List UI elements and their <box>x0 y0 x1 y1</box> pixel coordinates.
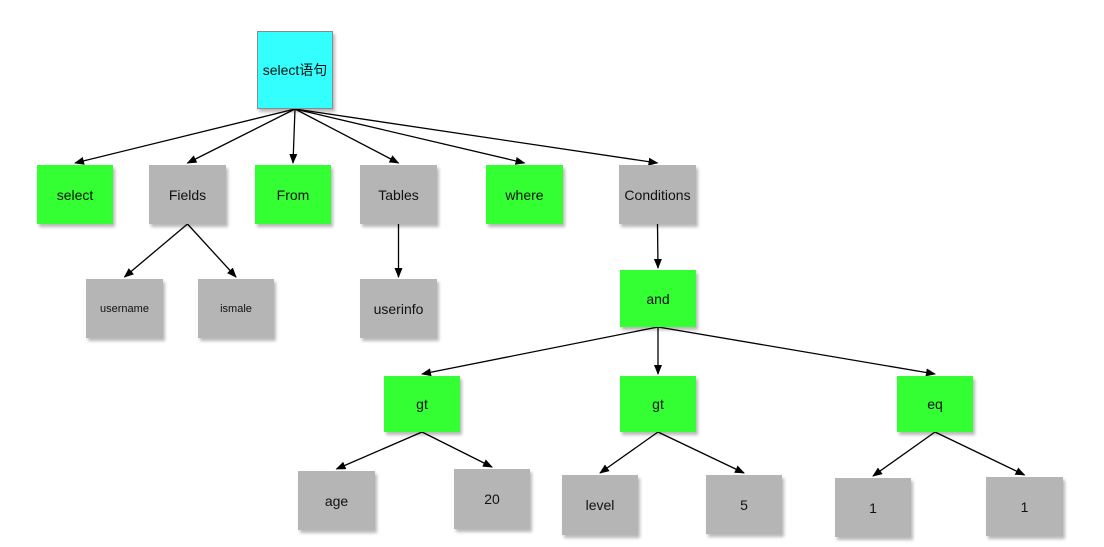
node-operand-1-right: 1 <box>986 477 1063 536</box>
node-select-keyword: select <box>37 165 113 224</box>
node-from-keyword: From <box>255 165 331 224</box>
node-select-statement: select语句 <box>257 31 333 109</box>
edge-eq-to-1-right <box>934 431 1026 476</box>
node-gt-operator-2: gt <box>620 376 696 432</box>
node-operand-20: 20 <box>454 469 530 529</box>
edge-and-to-gt1 <box>421 326 659 377</box>
node-field-username: username <box>86 279 163 338</box>
edge-gt1-to-20 <box>421 431 493 468</box>
edge-root-to-where <box>294 108 526 165</box>
edge-gt1-to-age <box>335 431 423 470</box>
edge-and-to-eq <box>657 326 936 377</box>
node-operand-1-left: 1 <box>835 478 911 537</box>
edge-gt2-to-5 <box>657 431 745 474</box>
node-eq-operator: eq <box>897 376 973 432</box>
node-operand-age: age <box>298 471 375 530</box>
edge-eq-to-1-left <box>872 431 936 477</box>
edge-root-to-select <box>74 108 296 165</box>
node-tables: Tables <box>360 165 437 224</box>
edge-gt2-to-level <box>599 431 659 474</box>
edge-root-to-conditions <box>294 108 659 166</box>
node-operand-5: 5 <box>706 475 782 534</box>
edge-root-to-fields <box>186 108 296 164</box>
node-field-ismale: ismale <box>198 279 274 338</box>
edge-root-to-from <box>289 108 298 164</box>
node-operand-level: level <box>562 475 638 535</box>
node-fields: Fields <box>149 165 226 224</box>
edge-root-to-tables <box>294 108 400 164</box>
edge-fields-to-ismale <box>187 223 237 278</box>
node-gt-operator-1: gt <box>384 376 460 432</box>
node-where-keyword: where <box>486 165 563 224</box>
node-and-operator: and <box>620 270 696 327</box>
node-table-userinfo: userinfo <box>360 279 437 338</box>
edge-fields-to-username <box>123 223 188 278</box>
edge-conditions-to-and <box>653 223 662 269</box>
node-conditions: Conditions <box>619 165 696 224</box>
